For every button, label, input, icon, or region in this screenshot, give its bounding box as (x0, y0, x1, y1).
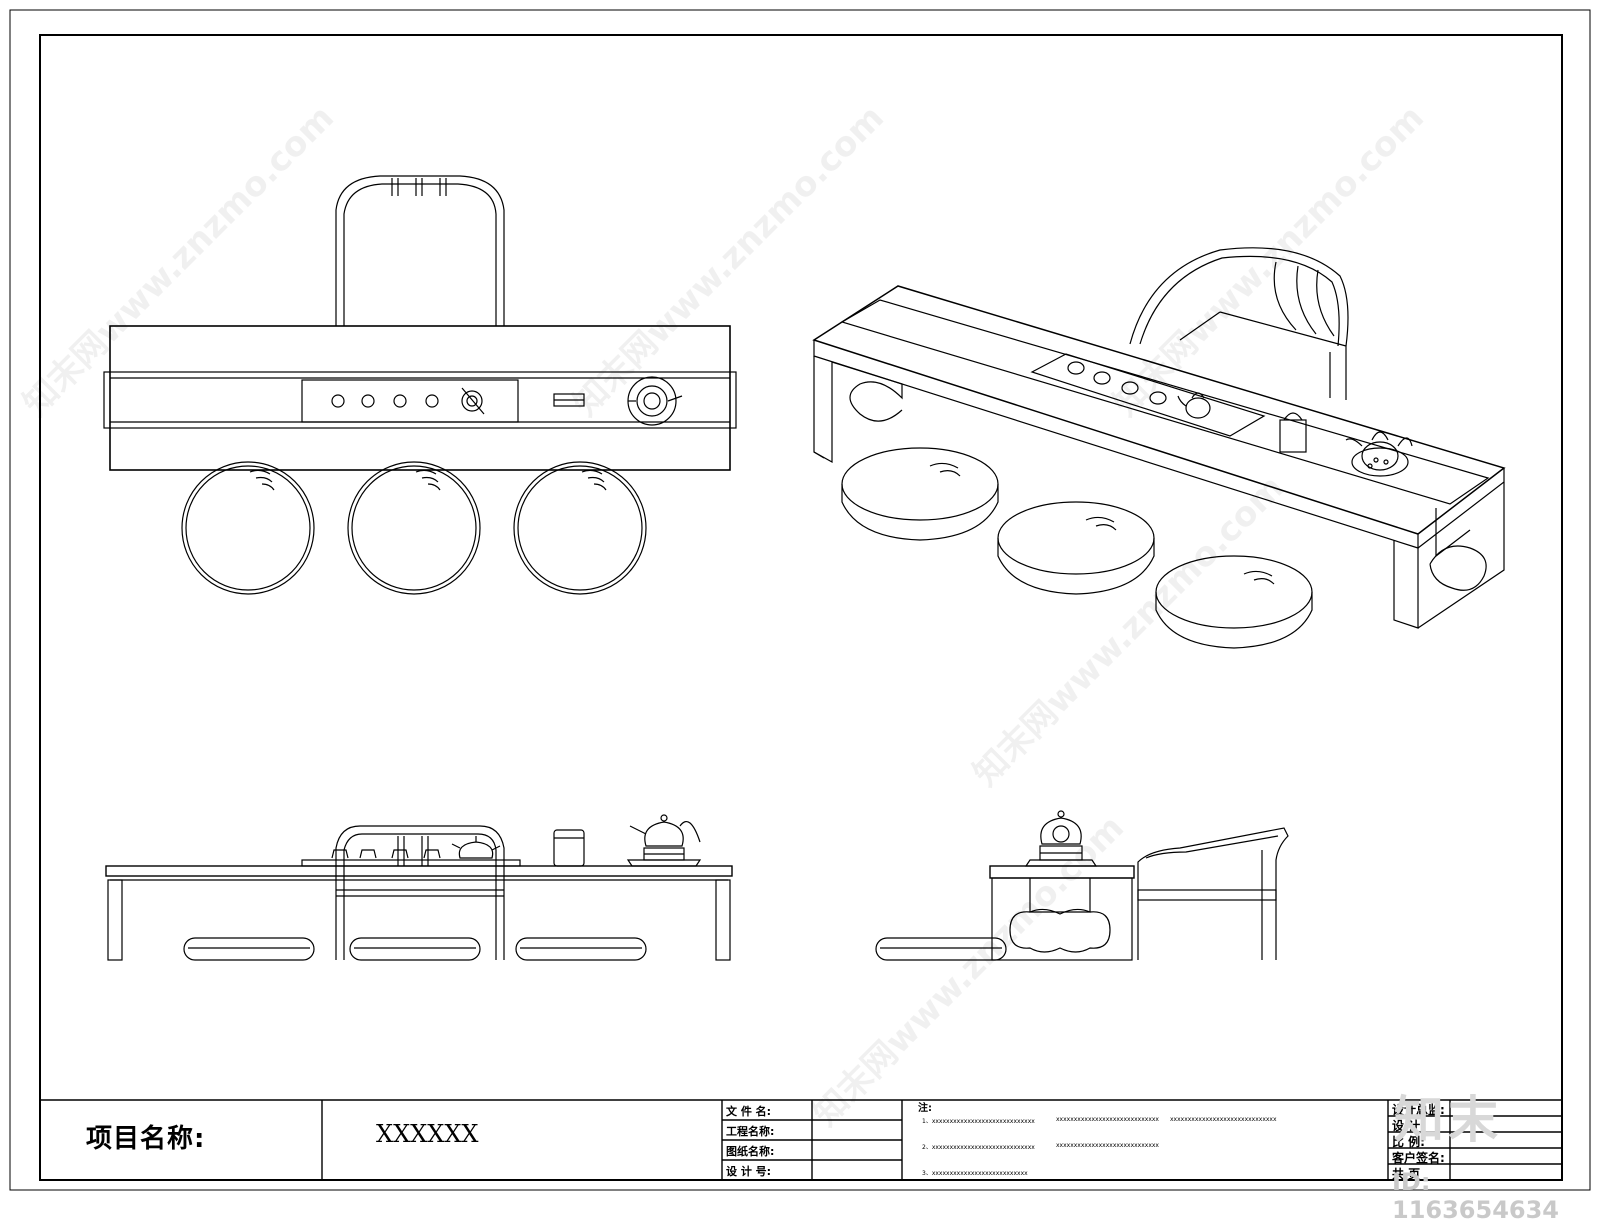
persp-chair (1129, 247, 1349, 347)
persp-table-top (812, 285, 1506, 535)
persp-runner (840, 299, 1490, 505)
front-leg-right (715, 879, 731, 961)
plan-chair (335, 175, 505, 326)
outer-border (9, 9, 1591, 1191)
side-elevation (875, 810, 1289, 961)
persp-tea-tray (1030, 353, 1266, 437)
front-cushion-3 (515, 937, 647, 961)
plan-table-runner (103, 371, 737, 429)
front-chair (335, 825, 505, 960)
front-tea-caddy (553, 829, 585, 867)
persp-kettle (1351, 447, 1409, 477)
persp-cushion-1 (841, 447, 999, 541)
persp-leg-right (1393, 540, 1419, 629)
front-elevation (105, 814, 733, 961)
front-leg-left (107, 879, 123, 961)
front-table-top (105, 865, 733, 877)
field-file-name: 文 件 名: (726, 1105, 772, 1118)
title-block-lines (40, 1099, 1562, 1180)
plan-cushion-1 (181, 461, 315, 595)
front-cushion-2 (349, 937, 481, 961)
front-tea-tray (301, 859, 521, 867)
field-client-signature: 客户签名: (1392, 1151, 1445, 1165)
notes-heading: 注: (918, 1103, 932, 1114)
plan-view (103, 175, 737, 595)
field-project-name: 工程名称: (726, 1125, 775, 1138)
plan-tea-tray (301, 379, 519, 423)
front-kettle (626, 859, 702, 867)
side-cushion (875, 937, 1007, 961)
front-teapot (451, 836, 501, 859)
plan-cushion-3 (513, 461, 647, 595)
note-3: 3、xxxxxxxxxxxxxxxxxxxxxxxxxxx (922, 1170, 1028, 1177)
plan-teapot (461, 390, 483, 412)
note-1a: 1、xxxxxxxxxxxxxxxxxxxxxxxxxxxxx (922, 1118, 1035, 1125)
field-design-director: 设计总监: (1392, 1103, 1445, 1117)
side-table-body (991, 877, 1133, 961)
plan-table (109, 325, 731, 471)
note-2a: 2、xxxxxxxxxxxxxxxxxxxxxxxxxxxxx (922, 1144, 1035, 1151)
persp-tea-caddy (1279, 419, 1307, 453)
watermark-logo: 知末 (1394, 1091, 1502, 1149)
perspective-view (812, 247, 1506, 649)
project-name-value: XXXXXX (376, 1120, 479, 1148)
note-1b: xxxxxxxxxxxxxxxxxxxxxxxxxxxxx (1056, 1116, 1159, 1123)
side-chair (1137, 827, 1289, 960)
front-cushion-1 (183, 937, 315, 961)
persp-teapot (1185, 397, 1211, 419)
watermark-id: ID: 1163654634 (1392, 1168, 1559, 1224)
inner-border (39, 34, 1563, 1181)
plan-cushion-2 (347, 461, 481, 595)
persp-cushion-2 (997, 501, 1155, 595)
field-designer: 设 计: (1392, 1119, 1425, 1133)
persp-leg-left (813, 356, 833, 464)
persp-cushion-3 (1155, 555, 1313, 649)
side-kettle (1024, 859, 1098, 867)
field-design-number: 设 计 号: (726, 1165, 772, 1178)
project-name-label: 项目名称: (86, 1124, 206, 1154)
field-total-pages: 共 页 (1392, 1167, 1421, 1181)
note-2b: xxxxxxxxxxxxxxxxxxxxxxxxxxxxx (1056, 1142, 1159, 1149)
note-1c: xxxxxxxxxxxxxxxxxxxxxxxxxxxxxx (1170, 1116, 1277, 1123)
field-scale: 比 例: (1392, 1135, 1425, 1149)
field-drawing-name: 图纸名称: (726, 1145, 775, 1158)
